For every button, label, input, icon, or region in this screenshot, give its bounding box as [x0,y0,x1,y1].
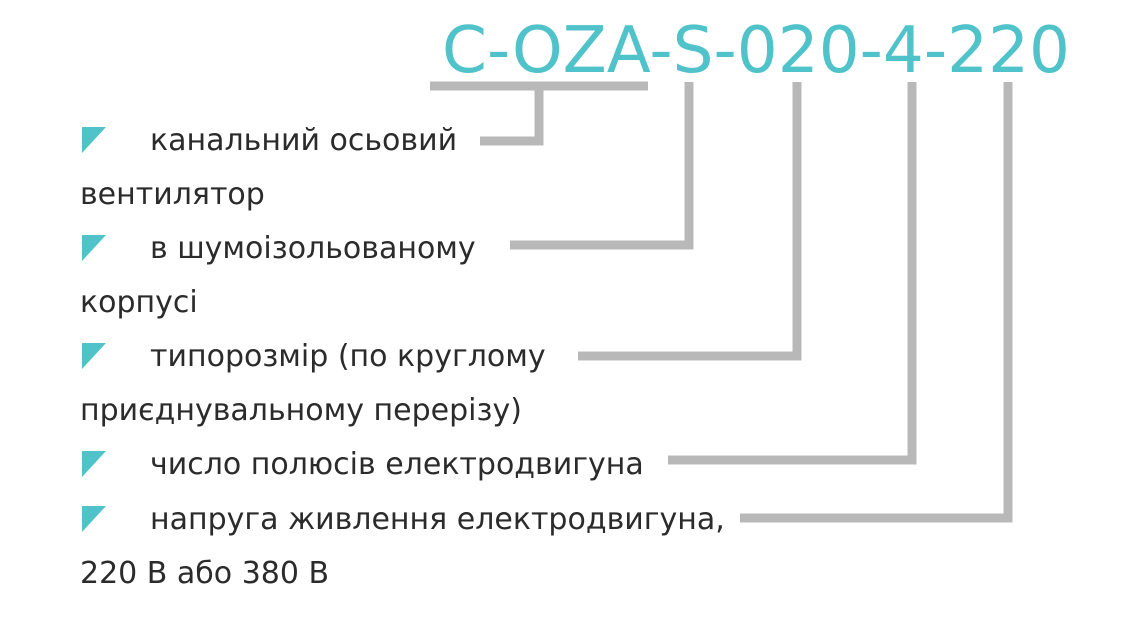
item-poles-line1: число полюсів електродвигуна [150,447,644,482]
item-size-line1: типорозмір (по круглому [150,339,546,374]
connector-poles [668,82,917,465]
item-voltage-line2: 220 В або 380 В [80,556,330,591]
item-series-line2: вентилятор [80,177,265,212]
item-voltage-line1: напруга живлення електродвигуна, [150,502,725,537]
item-housing-line2: корпусі [80,285,198,320]
triangle-bullet-icon [82,343,106,369]
connector-voltage [740,82,1013,523]
connector-series [430,81,648,146]
item-series-line1: канальний осьовий [150,123,458,158]
connector-housing [510,82,694,250]
triangle-bullet-icon [82,451,106,477]
triangle-bullet-icon [82,506,106,532]
triangle-bullet-icon [82,127,106,153]
triangle-bullet-icon [82,235,106,261]
model-code-title: C-OZA-S-020-4-220 [442,14,1070,88]
connector-size [578,82,802,361]
item-size-line2: приєднувальному перерізу) [80,393,522,428]
item-housing-line1: в шумоізольованому [150,231,476,266]
